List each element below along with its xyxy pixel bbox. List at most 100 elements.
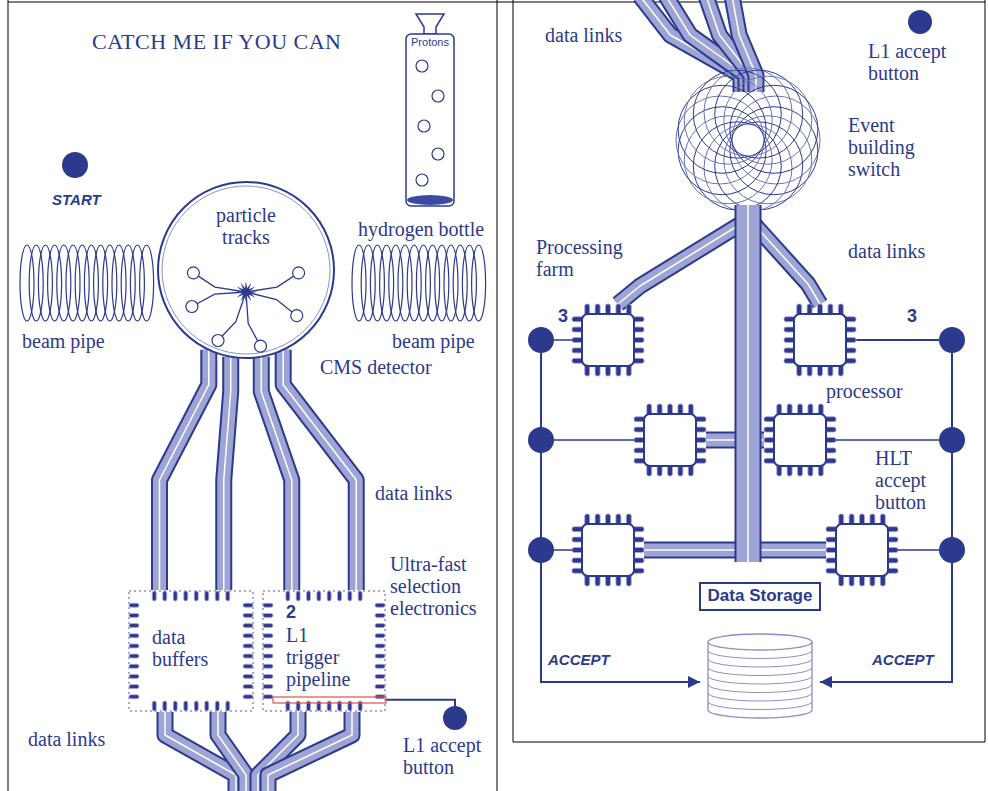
chip-pin <box>173 591 177 601</box>
band-fill <box>732 0 756 92</box>
selection-chip <box>263 591 385 711</box>
chip-pin <box>243 613 253 617</box>
switch-ring <box>724 76 812 164</box>
chip-pin <box>194 701 198 711</box>
band-fill <box>218 712 246 791</box>
coil-winding <box>66 245 80 321</box>
switch-ring <box>678 107 766 195</box>
chip-pin <box>348 591 352 601</box>
chip-pin <box>226 591 230 601</box>
switch-ring <box>678 85 766 173</box>
coil-winding <box>453 245 467 321</box>
switch-ring <box>693 70 781 158</box>
coil-winding <box>57 245 71 321</box>
connector <box>386 700 455 706</box>
node-label: Protons <box>402 36 458 48</box>
part-label: data links <box>375 482 452 504</box>
data-link <box>160 350 209 590</box>
coil-winding <box>112 245 126 321</box>
data-link-band <box>224 357 231 590</box>
chip-pin <box>184 591 188 601</box>
switch-ring <box>693 122 781 210</box>
beam-pipe-coil <box>20 245 154 321</box>
chip-pin <box>243 654 253 658</box>
chip-body <box>644 414 696 466</box>
chip-pin <box>184 701 188 711</box>
edge-label: ACCEPT <box>872 652 934 669</box>
chip-pin <box>263 685 273 689</box>
node-label: processor <box>826 380 926 402</box>
chip-pin <box>243 674 253 678</box>
node-label: particle tracks <box>196 204 296 248</box>
band-core <box>752 222 820 304</box>
chip-pin <box>263 674 273 678</box>
part-label: Ultra-fast selection electronics <box>390 553 494 619</box>
band-outline <box>618 222 744 304</box>
track-end <box>187 267 199 279</box>
chip-pin <box>194 591 198 601</box>
cylinder-body <box>708 642 812 718</box>
hlt-accept-button: 3 <box>528 327 554 353</box>
coil-winding <box>462 245 476 321</box>
chip-pin <box>263 644 273 648</box>
coil-winding <box>48 245 62 321</box>
chip-pin <box>163 701 167 711</box>
button-dot <box>62 152 88 178</box>
chip-body <box>794 314 846 366</box>
chip-pin <box>243 664 253 668</box>
chip-pin <box>129 644 139 648</box>
diagram-title: CATCH ME IF YOU CAN <box>92 30 341 54</box>
connector <box>856 340 939 341</box>
band-core <box>160 350 209 590</box>
chip-pin <box>263 634 273 638</box>
particle-track <box>246 292 297 316</box>
coil-winding <box>84 245 98 321</box>
chip-pin <box>129 634 139 638</box>
part-label: data links <box>848 240 925 262</box>
hydrogen-bottle: Protonshydrogen bottle <box>402 14 458 210</box>
chip-pin <box>129 613 139 617</box>
node-label: CMS detector <box>320 356 460 378</box>
event-building-switch <box>676 68 820 212</box>
data-link-band <box>283 350 356 590</box>
band-fill <box>618 222 744 304</box>
chip-pin <box>129 603 139 607</box>
chip-pin <box>263 603 273 607</box>
chip-pin <box>296 591 300 601</box>
chip-pin <box>375 674 385 678</box>
data-link-band <box>732 0 756 92</box>
callout-number: 3 <box>907 307 921 327</box>
node-shape <box>443 706 467 730</box>
chip-pin <box>338 591 342 601</box>
cylinder-band <box>708 676 812 684</box>
band-core <box>218 712 246 791</box>
node-shape <box>939 427 965 453</box>
coil-winding <box>38 245 52 321</box>
chip-pin <box>205 591 209 601</box>
button-wire <box>836 439 952 441</box>
chip-pin <box>243 624 253 628</box>
node-label: L1 accept button <box>403 734 489 778</box>
panel-border <box>497 0 498 791</box>
cms-detector: particle tracksCMS detector <box>158 182 334 358</box>
processor-chip <box>784 304 856 376</box>
coil-winding <box>29 245 43 321</box>
button-dot <box>443 706 467 730</box>
coil-winding <box>426 245 440 321</box>
coil-winding <box>389 245 403 321</box>
processor-chip <box>572 304 644 376</box>
band-outline <box>752 222 820 304</box>
data-link-band <box>160 350 209 590</box>
node-label: Data Storage <box>699 582 822 611</box>
node-shape <box>908 10 932 34</box>
cylinder-band <box>708 702 812 710</box>
chip-pin <box>263 695 273 699</box>
connector-line <box>386 700 455 706</box>
connector-line <box>820 353 952 682</box>
l1-accept-button: L1 accept button <box>908 10 932 34</box>
track-end <box>291 310 303 322</box>
node-label: L1 trigger pipeline <box>286 624 358 690</box>
chip-pin <box>163 591 167 601</box>
data-link <box>283 350 356 590</box>
chip-body <box>582 314 634 366</box>
